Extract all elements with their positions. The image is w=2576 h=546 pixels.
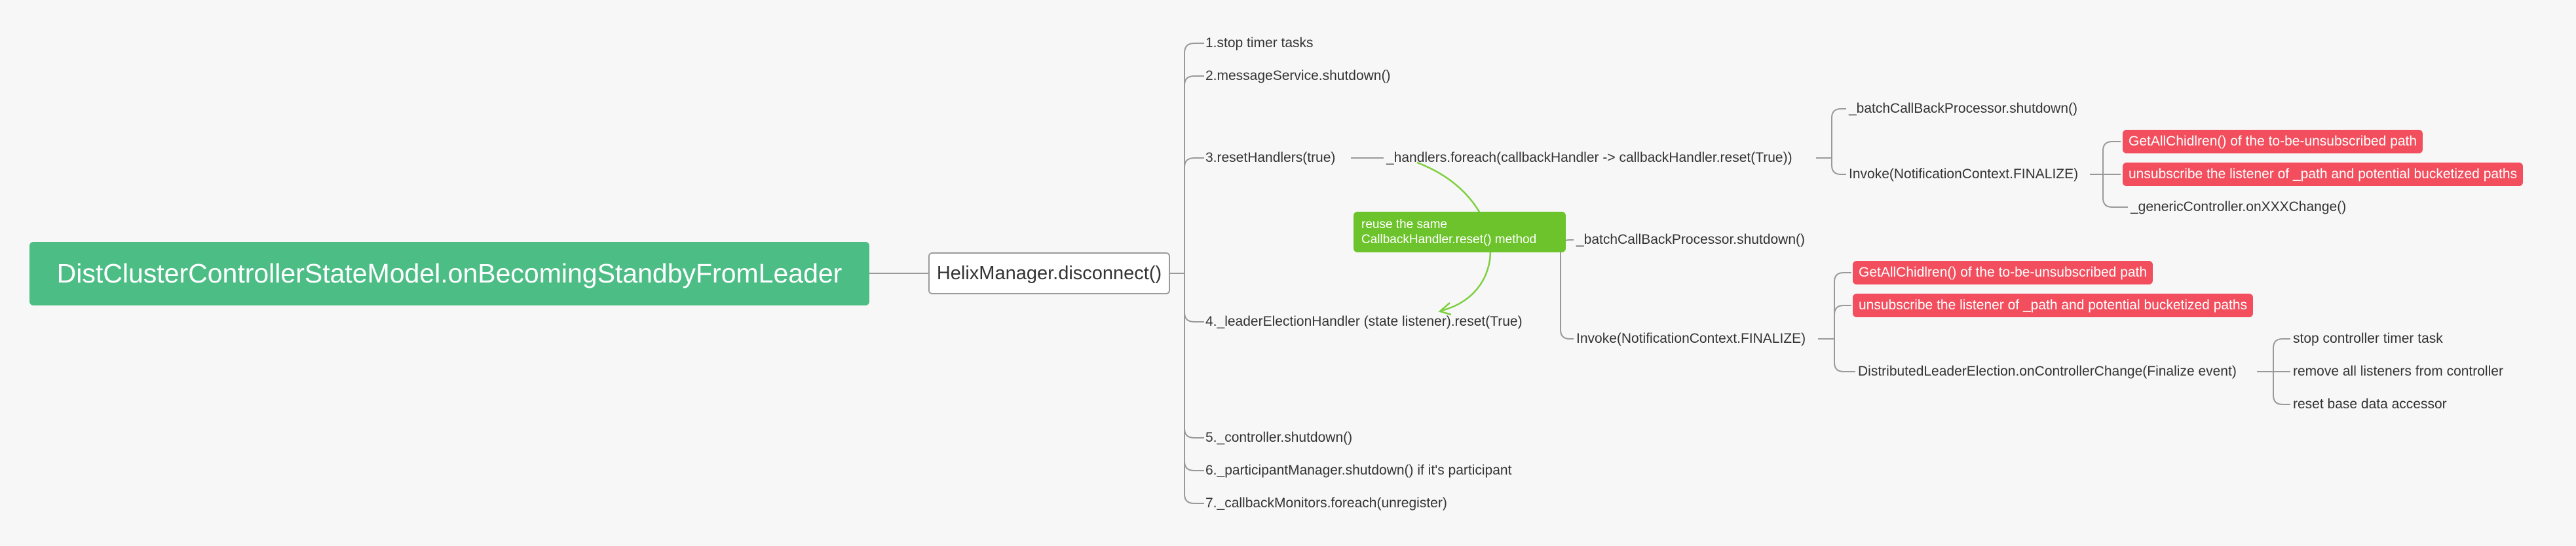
reuse-note-line-2: CallbackHandler.reset() method (1361, 233, 1537, 246)
step-participant-manager-shutdown[interactable]: 6._participantManager.shutdown() if it's… (1205, 463, 1512, 478)
branch-a-unsubscribe-badge[interactable]: unsubscribe the listener of _path and po… (2123, 163, 2524, 186)
step-callback-monitors-unregister[interactable]: 7._callbackMonitors.foreach(unregister) (1205, 496, 1447, 511)
step-stop-timer-tasks[interactable]: 1.stop timer tasks (1205, 35, 1314, 50)
reuse-relationship-arrow (1438, 302, 1452, 316)
branch-b-unsubscribe-badge[interactable]: unsubscribe the listener of _path and po… (1853, 294, 2254, 317)
step-leader-election-reset[interactable]: 4._leaderElectionHandler (state listener… (1205, 314, 1523, 329)
step-reset-handlers[interactable]: 3.resetHandlers(true) (1205, 150, 1336, 165)
connector-invoke-b-getall (1834, 272, 1851, 339)
branch-b-leader-change[interactable]: DistributedLeaderElection.onControllerCh… (1858, 364, 2237, 379)
connector-leader-reset (2273, 372, 2290, 405)
branch-a-invoke-finalize[interactable]: Invoke(NotificationContext.FINALIZE) (1849, 166, 2079, 182)
connector-helix-s2 (1184, 75, 1204, 86)
branch-a-get-children-badge[interactable]: GetAllChidlren() of the to-be-unsubscrib… (2123, 130, 2423, 153)
connector-invoke-a-getall (2102, 141, 2121, 174)
reuse-note-line-1: reuse the same (1361, 218, 1447, 231)
connector-s4-branch-invoke (1560, 322, 1574, 340)
reuse-note[interactable]: reuse the same CallbackHandler.reset() m… (1354, 212, 1566, 252)
branch-a-generic-controller[interactable]: _genericController.onXXXChange() (2131, 199, 2347, 214)
connector-invoke-b-leader (1834, 339, 1855, 372)
connector-handlers-batch (1831, 108, 1846, 158)
connector-helix-s5 (1184, 428, 1204, 439)
handlers-foreach-node[interactable]: _handlers.foreach(callbackHandler -> cal… (1386, 150, 1792, 165)
leaf-remove-listeners[interactable]: remove all listeners from controller (2293, 364, 2503, 379)
branch-a-batch-shutdown[interactable]: _batchCallBackProcessor.shutdown() (1849, 101, 2078, 116)
connector-helix-s7 (1184, 273, 1204, 504)
connector-helix-s4 (1184, 312, 1204, 322)
connector-helix-s1 (1184, 43, 1204, 273)
helix-disconnect-node[interactable]: HelixManager.disconnect() (928, 252, 1170, 294)
connector-handlers-invoke (1831, 158, 1846, 175)
connector-invoke-b-unsub (1834, 305, 1851, 315)
step-message-service-shutdown[interactable]: 2.messageService.shutdown() (1205, 68, 1391, 83)
branch-b-batch-shutdown[interactable]: _batchCallBackProcessor.shutdown() (1576, 232, 1806, 247)
branch-b-invoke-finalize[interactable]: Invoke(NotificationContext.FINALIZE) (1576, 331, 1806, 346)
connector-invoke-a-generic (2102, 174, 2128, 208)
leaf-reset-data-accessor[interactable]: reset base data accessor (2293, 397, 2447, 412)
connector-leader-stop (2273, 338, 2290, 372)
branch-b-get-children-badge[interactable]: GetAllChidlren() of the to-be-unsubscrib… (1853, 261, 2153, 284)
root-node[interactable]: DistClusterControllerStateModel.onBecomi… (29, 242, 869, 305)
step-controller-shutdown[interactable]: 5._controller.shutdown() (1205, 430, 1353, 445)
connector-helix-s6 (1184, 461, 1204, 471)
leaf-stop-controller-timer[interactable]: stop controller timer task (2293, 331, 2443, 346)
connector-helix-s3 (1184, 157, 1204, 168)
